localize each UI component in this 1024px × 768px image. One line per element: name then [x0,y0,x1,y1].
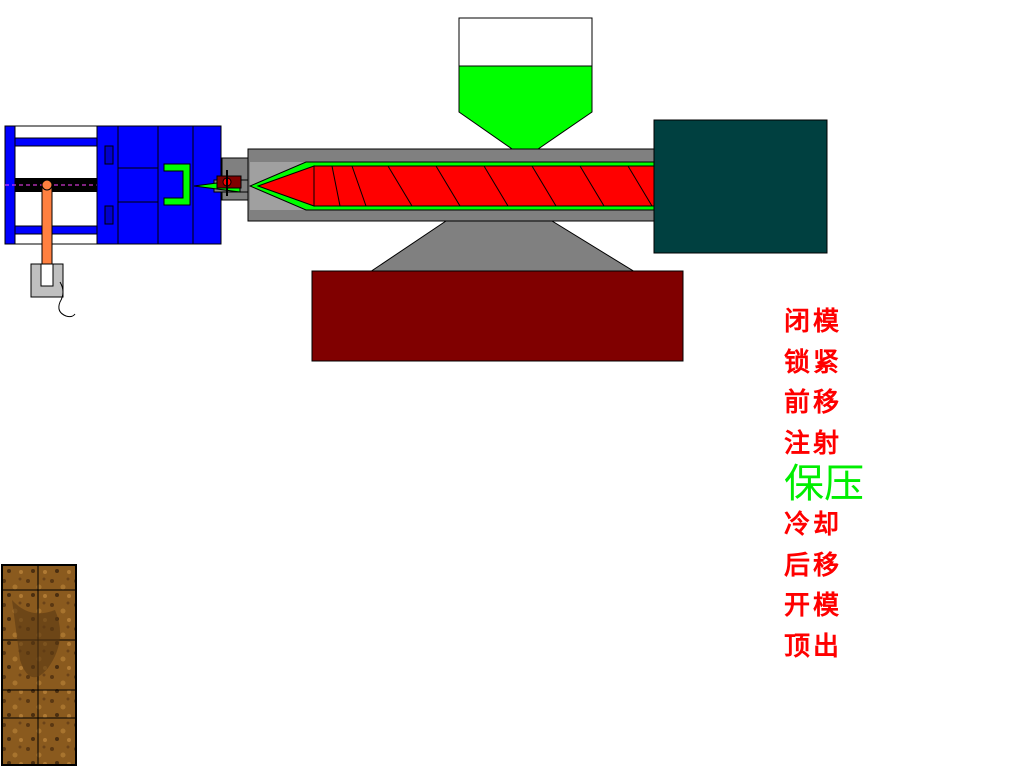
ejector-rod [41,183,53,267]
drive-motor [653,119,828,254]
step-close-mold[interactable]: 闭模 [784,307,843,337]
process-steps: 闭模 锁紧 前移 注射 保压 冷却 后移 开模 顶出 [784,302,894,667]
clamping-unit [4,125,222,318]
step-hold-pressure[interactable]: 保压 [784,461,864,508]
barrel-stand [368,220,637,273]
mold-cavity [163,163,191,206]
machine-base [311,270,684,362]
screw-tip [256,165,315,207]
screw [313,165,657,207]
step-retract[interactable]: 后移 [784,550,843,581]
step-eject[interactable]: 顶出 [784,631,843,662]
step-open-mold[interactable]: 开模 [784,591,843,622]
hopper [458,17,593,159]
step-clamp[interactable]: 锁紧 [784,347,843,378]
step-advance[interactable]: 前移 [784,388,843,419]
step-inject[interactable]: 注射 [784,428,843,459]
plastic-pellets [458,65,593,159]
injection-barrel [193,148,657,222]
wood-panel [1,564,77,766]
step-cool[interactable]: 冷却 [784,509,843,540]
